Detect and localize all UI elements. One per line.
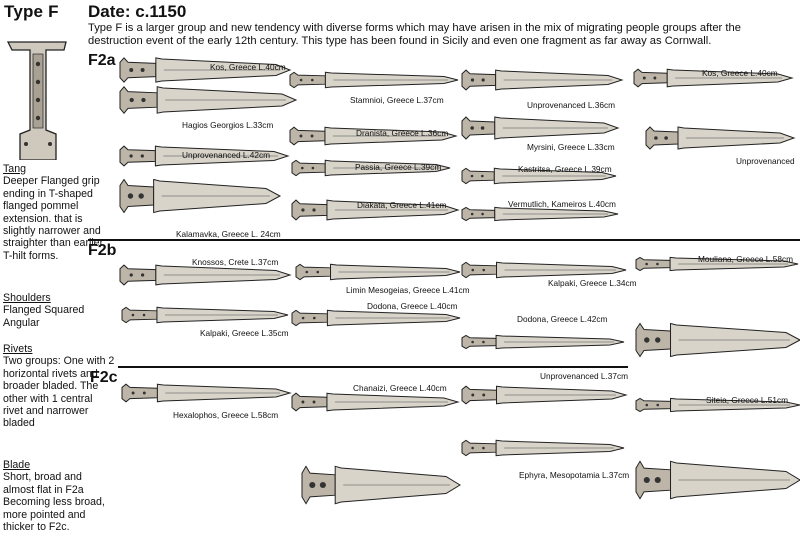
label-f2a-unprovenanced-36: Unprovenanced L.36cm [527,100,616,110]
label-f2a-kalamavka: Kalamavka, Greece L. 24cm [176,229,281,239]
sword-f2c-ephyra [460,435,625,461]
sword-f2a-vermutlich [460,202,619,226]
label-f2b-kalpaki-35: Kalpaki, Greece L.35cm [200,328,289,338]
sword-f2b-kalpaki-35 [120,302,289,328]
blade-text: Short, broad and almost flat in F2a Beco… [3,471,105,534]
label-f2b-kalpaki-34: Kalpaki, Greece L.34cm [548,278,637,288]
sword-f2a-kos-1 [118,53,292,87]
label-f2c-chanaizi: Chanaizi, Greece L.40cm [353,383,447,393]
blade-heading: Blade [3,459,31,471]
sword-f2a-stamnioi [288,67,459,93]
tang-text: Deeper Flanged grip ending in T-shaped f… [3,175,104,262]
subtype-f2a-heading: F2a [88,52,116,69]
section-divider-f2c [118,366,628,368]
label-f2a-kos-2: Kos, Greece L.40cm [702,68,778,78]
label-f2b-dodona-40: Dodona, Greece L.40cm [367,301,458,311]
type-f-hilt-illustration [4,30,72,161]
sword-f2b-kalpaki-34 [460,257,627,283]
label-f2b-limin-mesogeias: Limin Mesogeias, Greece L.41cm [346,285,470,295]
date-heading: Date: c.1150 [88,2,187,21]
sword-f2b-mouliana [634,252,799,276]
label-f2a-passia: Passia, Greece L.39cm [355,162,442,172]
shoulders-heading: Shoulders [3,292,51,304]
subtype-f2c-heading: F2c [90,369,118,386]
intro-paragraph: Type F is a larger group and new tendenc… [88,22,741,47]
label-f2a-unprovenanced-42: Unprovenanced L.42cm [182,150,271,160]
label-f2a-stamnioi: Stamnioi, Greece L.37cm [350,95,444,105]
label-f2c-siteia: Siteia, Greece L.51cm [706,395,789,405]
sword-f2a-unprovenanced-36 [460,65,624,95]
page-title: Type F [4,2,59,21]
blade-description: Blade Short, broad and almost flat in F2… [3,459,115,533]
tang-heading: Tang [3,163,26,175]
label-f2a-vermutlich: Vermutlich, Kameiros L.40cm [508,199,616,209]
shoulders-text: Flanged Squared Angular [3,304,85,329]
sword-f2c-unprovenanced-37 [460,381,628,409]
sword-f2a-dranista [288,122,458,150]
label-f2a-unprovenanced: Unprovenanced [736,156,795,166]
sword-f2c-chanaizi [290,388,460,416]
sword-f2c-chanaizi-detail [300,462,461,508]
label-f2c-ephyra: Ephyra, Mesopotamia L.37cm [519,470,630,480]
label-f2a-kos-1: Kos, Greece L.40cm [210,62,286,72]
sword-f2a-hagios-georgios [118,82,298,118]
sword-f2a-passia [290,155,451,181]
shoulders-description: Shoulders Flanged Squared Angular [3,292,115,329]
label-f2c-unprovenanced-37: Unprovenanced L.37cm [540,371,629,381]
label-f2b-dodona-42: Dodona, Greece L.42cm [517,314,608,324]
sword-f2b-mouliana-detail [634,319,800,361]
sword-f2a-kalamavka [118,175,282,217]
label-f2a-myrsini: Myrsini, Greece L.33cm [527,142,615,152]
subtype-f2b-heading: F2b [88,242,117,259]
sword-f2b-limin-mesogeias [294,259,461,285]
sword-f2c-hexalophos [120,379,292,407]
label-f2a-kastritsa: Kastritsa, Greece L.39cm [518,164,612,174]
sword-f2a-kastritsa [460,163,617,189]
rivets-text: Two groups: One with 2 horizontal rivets… [3,355,115,430]
sword-f2c-siteia [634,393,800,417]
rivets-description: Rivets Two groups: One with 2 horizontal… [3,343,115,430]
label-f2b-knossos: Knossos, Crete L.37cm [192,257,279,267]
tang-description: Tang Deeper Flanged grip ending in T-sha… [3,163,115,262]
sword-f2a-unprovenanced [644,122,796,154]
label-f2a-hagios-georgios: Hagios Georgios L.33cm [182,120,274,130]
sword-f2a-diakata [290,195,460,225]
rivets-heading: Rivets [3,343,33,355]
sword-f2c-siteia-detail [634,457,800,503]
sword-f2b-dodona-40 [290,305,461,331]
sword-f2a-myrsini [460,112,620,144]
label-f2a-dranista: Dranista, Greece L.36cm [356,128,449,138]
sword-f2a-kos-2 [632,64,794,92]
section-divider-f2b [88,239,800,241]
label-f2c-hexalophos: Hexalophos, Greece L.58cm [173,410,279,420]
label-f2b-mouliana: Mouliana, Greece L.58cm [698,254,794,264]
sword-f2b-knossos [118,260,292,290]
label-f2a-diakata: Diakata, Greece L.41cm [357,200,447,210]
sword-f2b-dodona-42 [460,330,625,354]
sword-f2a-unprovenanced-42 [118,141,290,171]
